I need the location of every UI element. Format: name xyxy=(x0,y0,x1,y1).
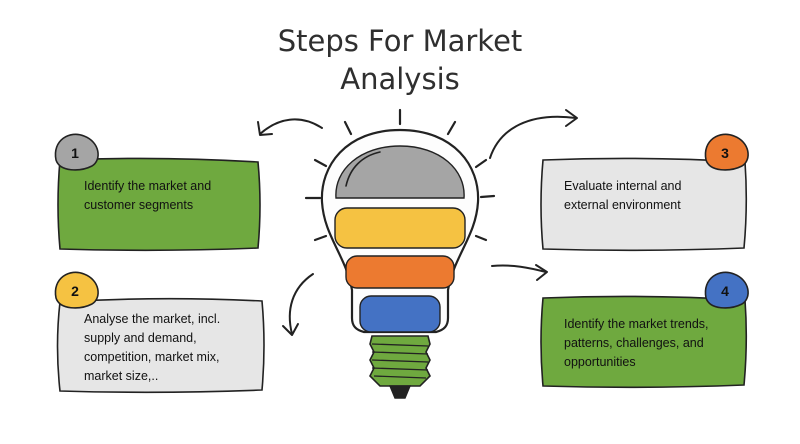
step-1-line: customer segments xyxy=(84,198,194,212)
bulb-highlight xyxy=(345,151,381,187)
step-1-badge xyxy=(54,133,99,171)
step-1-text: Identify the market and customer segment… xyxy=(84,177,211,215)
title-line-1: Steps For Market xyxy=(277,24,523,58)
step-2-text: Analyse the market, incl. supply and dem… xyxy=(84,310,220,386)
step-3-number: 3 xyxy=(721,145,729,161)
title-line-2: Analysis xyxy=(340,62,460,96)
step-2-line: market size,.. xyxy=(84,369,159,383)
step-1-number: 1 xyxy=(71,145,79,161)
step-3-text: Evaluate internal and external environme… xyxy=(564,177,681,215)
step-4-text: Identify the market trends, patterns, ch… xyxy=(564,315,709,372)
arrow-to-step-1 xyxy=(259,118,323,135)
step-2-line: competition, market mix, xyxy=(84,350,220,364)
arrow-to-step-2 xyxy=(288,273,314,335)
bulb-band-yellow xyxy=(334,207,466,249)
step-3-box xyxy=(540,157,748,252)
step-3-badge xyxy=(704,133,749,171)
diagram-title: Steps For Market Analysis xyxy=(200,22,600,98)
step-2-badge xyxy=(54,271,99,309)
step-4-box xyxy=(540,295,748,389)
step-2-number: 2 xyxy=(71,283,79,299)
step-4-line: Identify the market trends, xyxy=(564,317,709,331)
arrow-to-step-3 xyxy=(489,115,577,159)
step-1-box xyxy=(57,157,261,252)
step-4-badge xyxy=(704,271,749,309)
bulb-band-orange xyxy=(345,255,455,289)
step-3-line: Evaluate internal and xyxy=(564,179,682,193)
step-3-line: external environment xyxy=(564,198,681,212)
arrow-to-step-4-head xyxy=(535,264,548,281)
step-4-line: patterns, challenges, and xyxy=(564,336,704,350)
step-4-number: 4 xyxy=(721,283,729,299)
step-2-line: Analyse the market, incl. xyxy=(84,312,221,326)
arrow-to-step-1-head xyxy=(257,121,273,136)
arrow-to-step-3-head xyxy=(565,109,578,127)
arrow-to-step-4 xyxy=(491,264,547,273)
step-2-box xyxy=(56,297,265,394)
step-1-line: Identify the market and xyxy=(84,179,212,193)
light-bulb xyxy=(320,128,480,399)
bulb-band-blue xyxy=(359,295,441,333)
bulb-band-gray xyxy=(335,145,465,199)
step-2-line: supply and demand, xyxy=(84,331,197,345)
bulb-tip xyxy=(388,385,412,399)
step-4-line: opportunities xyxy=(564,355,636,369)
arrow-to-step-2-head xyxy=(282,323,299,336)
light-rays xyxy=(304,108,496,242)
